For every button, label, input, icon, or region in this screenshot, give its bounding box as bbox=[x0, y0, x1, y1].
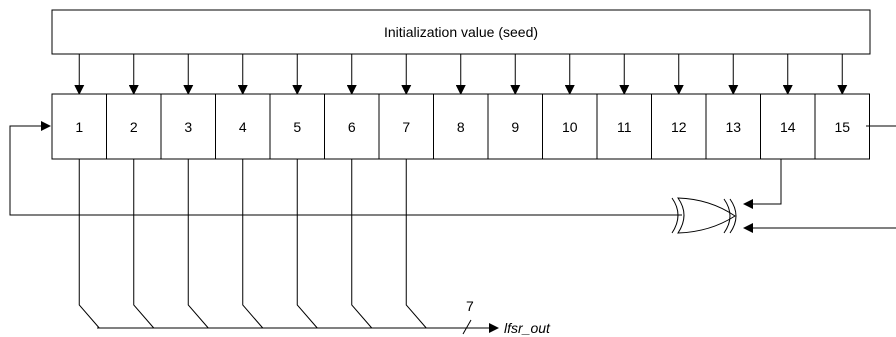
tap-line-1 bbox=[78, 159, 100, 329]
register-cell-box bbox=[596, 93, 652, 160]
register-cell-label: 7 bbox=[402, 119, 410, 135]
seed-label: Initialization value (seed) bbox=[384, 24, 538, 40]
register-cell-label: 13 bbox=[725, 119, 741, 135]
bus-width-slash bbox=[462, 319, 472, 335]
seed-box bbox=[51, 9, 871, 55]
register-cell-box bbox=[106, 93, 162, 160]
feedback-line bbox=[9, 121, 682, 216]
tap-line-6 bbox=[351, 159, 373, 329]
register-cell-14: 14 bbox=[760, 93, 816, 160]
register-cell-1: 1 bbox=[51, 93, 107, 160]
register-cell-label: 8 bbox=[457, 119, 465, 135]
register-cell-8: 8 bbox=[433, 93, 489, 160]
lfsr-out-label: lfsr_out bbox=[504, 320, 551, 336]
register-cell-label: 12 bbox=[671, 119, 687, 135]
xor-input-curve-a bbox=[723, 198, 731, 234]
seed-block: Initialization value (seed) bbox=[51, 9, 871, 55]
feedback-path bbox=[9, 121, 896, 234]
register-cell-12: 12 bbox=[651, 93, 707, 160]
tap-line-5 bbox=[296, 159, 318, 329]
tap-line-3 bbox=[187, 159, 209, 329]
output-taps bbox=[78, 159, 427, 329]
bus-width-label: 7 bbox=[466, 298, 474, 314]
tap-line-4 bbox=[242, 159, 264, 329]
seed-arrows bbox=[74, 54, 848, 95]
register-cell-box bbox=[705, 93, 761, 160]
register-cell-box bbox=[760, 93, 816, 160]
register-cell-label: 3 bbox=[184, 119, 192, 135]
register-cell-label: 4 bbox=[239, 119, 247, 135]
register-cell-box bbox=[160, 93, 216, 160]
register-cell-box bbox=[651, 93, 707, 160]
register-cell-label: 2 bbox=[130, 119, 138, 135]
tap-line-7 bbox=[405, 159, 427, 329]
tap-line-2 bbox=[133, 159, 155, 329]
register-cell-10: 10 bbox=[542, 93, 598, 160]
register-cell-label: 9 bbox=[511, 119, 519, 135]
register-cell-box bbox=[378, 93, 434, 160]
register-cell-label: 11 bbox=[617, 119, 632, 135]
register-cell-label: 10 bbox=[562, 119, 578, 135]
register-cell-7: 7 bbox=[378, 93, 434, 160]
xor-input-curve-b bbox=[729, 198, 737, 234]
xor-gate-body bbox=[677, 197, 736, 234]
register-cell-label: 5 bbox=[293, 119, 301, 135]
register-cell-13: 13 bbox=[705, 93, 761, 160]
register-cell-9: 9 bbox=[487, 93, 543, 160]
register-cell-label: 1 bbox=[75, 119, 83, 135]
register-cell-box bbox=[487, 93, 543, 160]
register-cell-label: 14 bbox=[780, 119, 796, 135]
register-cell-5: 5 bbox=[269, 93, 325, 160]
register-cell-6: 6 bbox=[324, 93, 380, 160]
register-cell-label: 15 bbox=[834, 119, 850, 135]
register-cell-label: 6 bbox=[348, 119, 356, 135]
register-cell-box bbox=[542, 93, 598, 160]
register-cell-11: 11 bbox=[596, 93, 652, 160]
register-cell-box bbox=[433, 93, 489, 160]
register-cell-4: 4 bbox=[215, 93, 271, 160]
register-cell-3: 3 bbox=[160, 93, 216, 160]
register-cell-15: 15 bbox=[814, 93, 870, 160]
tap-14-line bbox=[743, 159, 782, 209]
register-cell-2: 2 bbox=[106, 93, 162, 160]
output-bus: 7 lfsr_out bbox=[97, 298, 551, 336]
